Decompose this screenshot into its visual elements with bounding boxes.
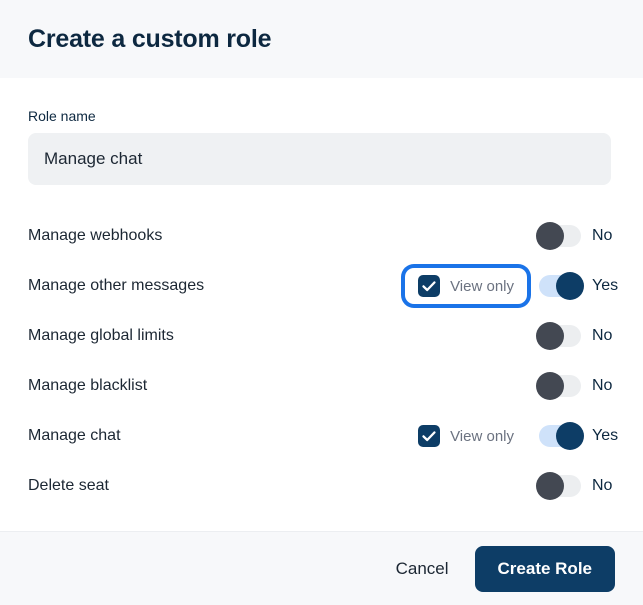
permission-toggle[interactable] — [539, 272, 584, 300]
toggle-state-label: No — [592, 477, 613, 494]
permission-row: Manage chat View only Yes — [28, 411, 619, 461]
dialog-header: Create a custom role — [0, 0, 643, 78]
toggle-knob — [536, 322, 564, 350]
toggle-state-label: No — [592, 327, 613, 344]
permission-toggle[interactable] — [536, 222, 581, 250]
permission-toggle[interactable] — [536, 372, 581, 400]
permission-controls: View only Yes — [405, 268, 619, 304]
toggle-knob — [536, 372, 564, 400]
role-name-label: Role name — [28, 108, 96, 124]
permission-toggle-group: No — [536, 322, 615, 350]
toggle-knob — [536, 472, 564, 500]
permission-controls: View only Yes — [405, 418, 619, 454]
permission-label: Manage webhooks — [28, 227, 163, 244]
permission-controls: View onlyNo — [405, 218, 615, 254]
toggle-state-label: No — [592, 227, 613, 244]
create-role-button[interactable]: Create Role — [474, 545, 615, 592]
permission-toggle-group: Yes — [539, 422, 619, 450]
toggle-knob — [556, 422, 584, 450]
permissions-list: Manage webhooksView onlyNoManage other m… — [28, 211, 619, 511]
role-name-input[interactable] — [28, 133, 611, 185]
permission-toggle-group: Yes — [539, 272, 619, 300]
permission-controls: View onlyNo — [405, 468, 615, 504]
view-only-label: View only — [450, 277, 514, 295]
cancel-button[interactable]: Cancel — [392, 551, 453, 587]
permission-label: Manage global limits — [28, 327, 174, 344]
permission-toggle[interactable] — [536, 322, 581, 350]
view-only-checkbox-group[interactable]: View only — [405, 268, 527, 304]
permission-label: Delete seat — [28, 477, 109, 494]
toggle-state-label: Yes — [592, 277, 619, 294]
permission-toggle-group: No — [536, 372, 615, 400]
permission-controls: View onlyNo — [405, 368, 615, 404]
permission-toggle-group: No — [536, 472, 615, 500]
checkbox-checked-icon[interactable] — [418, 275, 441, 297]
permission-controls: View onlyNo — [405, 318, 615, 354]
role-name-field-group: Role name — [28, 108, 615, 185]
toggle-knob — [536, 222, 564, 250]
permission-label: Manage chat — [28, 427, 121, 444]
page-title: Create a custom role — [28, 24, 272, 53]
permission-toggle[interactable] — [539, 422, 584, 450]
permission-row: Delete seat View onlyNo — [28, 461, 615, 511]
permission-toggle-group: No — [536, 222, 615, 250]
view-only-checkbox-group[interactable]: View only — [405, 418, 527, 454]
dialog-body: Role name Manage webhooksView onlyNoMana… — [0, 78, 643, 531]
toggle-state-label: Yes — [592, 427, 619, 444]
permission-toggle[interactable] — [536, 472, 581, 500]
dialog-footer: Cancel Create Role — [0, 531, 643, 605]
view-only-label: View only — [450, 427, 514, 445]
permission-row: Manage global limits View onlyNo — [28, 311, 615, 361]
permission-label: Manage blacklist — [28, 377, 148, 394]
permission-label: Manage other messages — [28, 277, 205, 294]
permission-row: Manage other messages View only Yes — [28, 261, 619, 311]
checkbox-checked-icon[interactable] — [418, 425, 441, 447]
permission-row: Manage webhooks View onlyNo — [28, 211, 615, 261]
permission-row: Manage blacklist View onlyNo — [28, 361, 615, 411]
toggle-knob — [556, 272, 584, 300]
toggle-state-label: No — [592, 377, 613, 394]
